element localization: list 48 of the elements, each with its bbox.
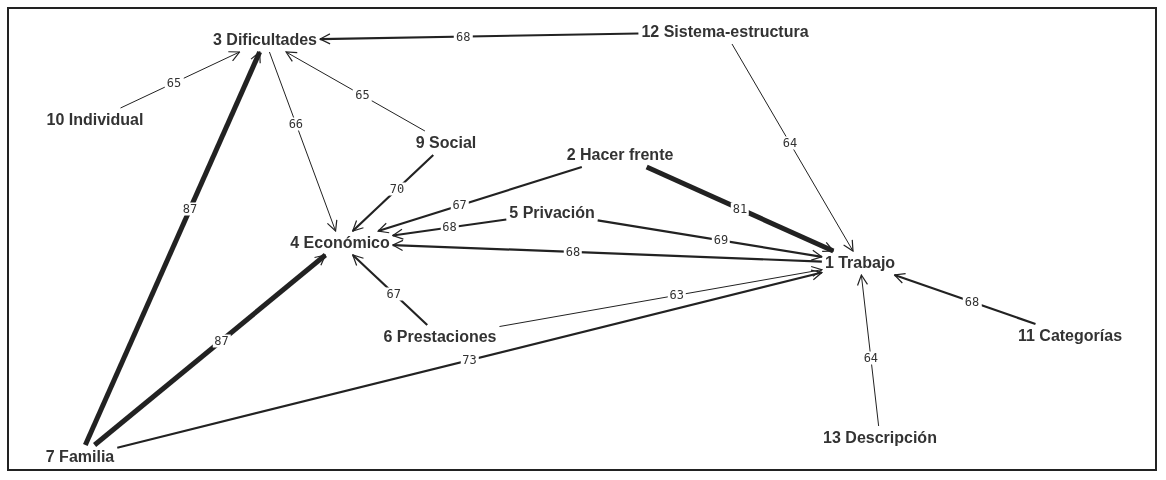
arrow <box>352 254 428 326</box>
edge-label: 70 <box>387 182 407 196</box>
arrow <box>83 51 262 446</box>
arrow <box>120 51 241 109</box>
arrow <box>93 253 327 447</box>
edge-label: 87 <box>180 202 200 216</box>
arrow <box>893 272 1036 326</box>
arrow <box>731 43 854 252</box>
node-label: 7 Familia <box>45 448 115 466</box>
node-label: 10 Individual <box>46 111 144 129</box>
arrow <box>597 219 823 261</box>
edge-label: 81 <box>730 202 750 216</box>
edge-label: 67 <box>450 198 469 212</box>
edge-label: 64 <box>780 136 800 150</box>
arrow <box>351 154 435 232</box>
node-label: 11 Categorías <box>1017 327 1123 345</box>
node-label: 4 Económico <box>290 234 390 252</box>
edge-label: 69 <box>711 233 731 247</box>
edge-label: 68 <box>962 295 982 309</box>
node-label: 6 Prestaciones <box>383 328 497 346</box>
edge-label: 73 <box>460 353 479 367</box>
edge-label: 64 <box>861 351 881 365</box>
edge-label: 65 <box>353 88 372 102</box>
node-label: 5 Privación <box>509 204 595 222</box>
arrow <box>499 265 823 327</box>
arrow <box>285 51 426 132</box>
node-label: 1 Trabajo <box>824 254 896 272</box>
edge-label: 68 <box>563 245 583 259</box>
arrow <box>645 164 835 254</box>
arrow <box>319 32 639 45</box>
edge-label: 68 <box>440 221 459 234</box>
edge-label: 67 <box>384 287 403 300</box>
node-label: 13 Descripción <box>823 429 937 447</box>
edge-label: 65 <box>164 76 184 90</box>
node-label: 12 Sistema-estructura <box>641 23 809 41</box>
arrow <box>392 239 822 263</box>
arrow <box>856 274 880 427</box>
edge-label: 87 <box>212 334 231 347</box>
edge-label: 66 <box>286 117 306 131</box>
edge-label: 63 <box>667 288 686 302</box>
node-label: 9 Social <box>415 134 477 152</box>
arrow <box>392 218 507 240</box>
arrow <box>268 51 338 232</box>
edge-label: 68 <box>454 30 473 44</box>
arrow <box>116 269 823 449</box>
node-label: 3 Dificultades <box>213 31 317 49</box>
arrow <box>377 165 583 234</box>
node-label: 2 Hacer frente <box>566 146 674 164</box>
